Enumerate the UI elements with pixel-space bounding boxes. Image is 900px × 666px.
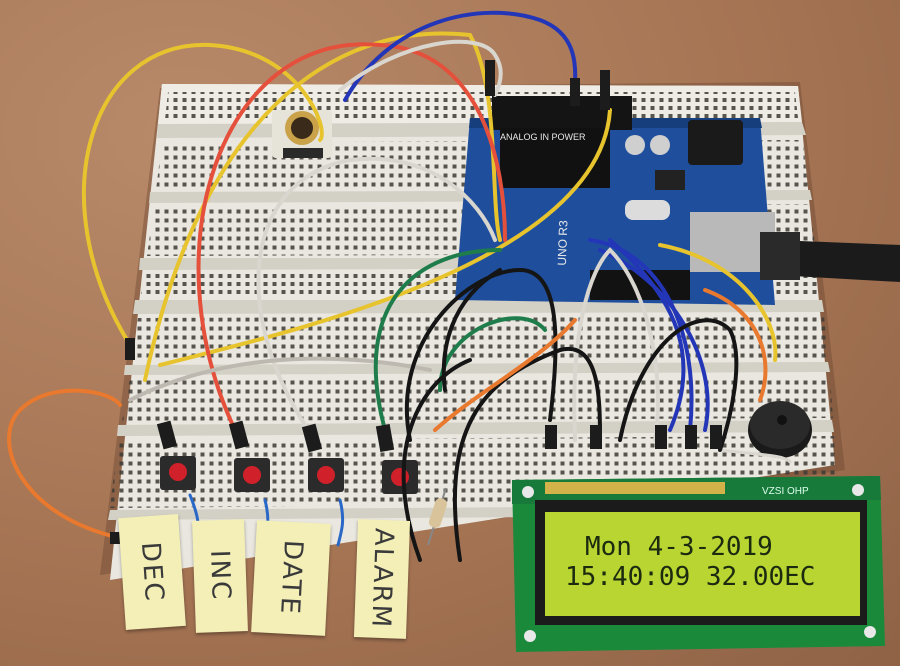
wire-white bbox=[338, 39, 503, 97]
wire-blue bbox=[343, 10, 578, 102]
dc-jack bbox=[688, 120, 743, 165]
capacitor bbox=[650, 135, 670, 155]
wire-black bbox=[404, 267, 558, 442]
wire-green bbox=[373, 248, 502, 432]
microcontroller-chip bbox=[500, 128, 610, 188]
header-label: ANALOG IN POWER bbox=[500, 132, 586, 142]
lcd-module-label: VZSI OHP bbox=[762, 486, 809, 497]
resistor bbox=[427, 487, 448, 546]
wire-orange bbox=[7, 388, 132, 542]
lcd-screen bbox=[545, 512, 860, 616]
wire-black bbox=[618, 318, 739, 452]
wire-white bbox=[718, 448, 792, 464]
crystal bbox=[625, 200, 670, 220]
wire-white bbox=[128, 356, 432, 402]
button-dec[interactable] bbox=[160, 456, 196, 490]
lcd-line-2: 15:40:09 32.00EC bbox=[565, 562, 816, 592]
wire-yellow bbox=[81, 42, 324, 347]
button-inc[interactable] bbox=[234, 458, 270, 492]
wire-red bbox=[196, 42, 507, 432]
usb-cable bbox=[775, 240, 900, 282]
buzzer bbox=[748, 401, 812, 458]
wire-yellow bbox=[658, 243, 778, 362]
wire-white bbox=[256, 156, 497, 442]
lcd-line-1: Mon 4-3-2019 bbox=[585, 532, 773, 562]
wire-orange bbox=[433, 318, 577, 432]
wire-yellow bbox=[158, 108, 612, 367]
wire-orange bbox=[703, 288, 768, 402]
wire-black bbox=[452, 346, 602, 562]
wire-blue bbox=[336, 498, 345, 547]
wire-black bbox=[441, 268, 502, 392]
button-date[interactable] bbox=[308, 458, 344, 492]
capacitor bbox=[625, 135, 645, 155]
